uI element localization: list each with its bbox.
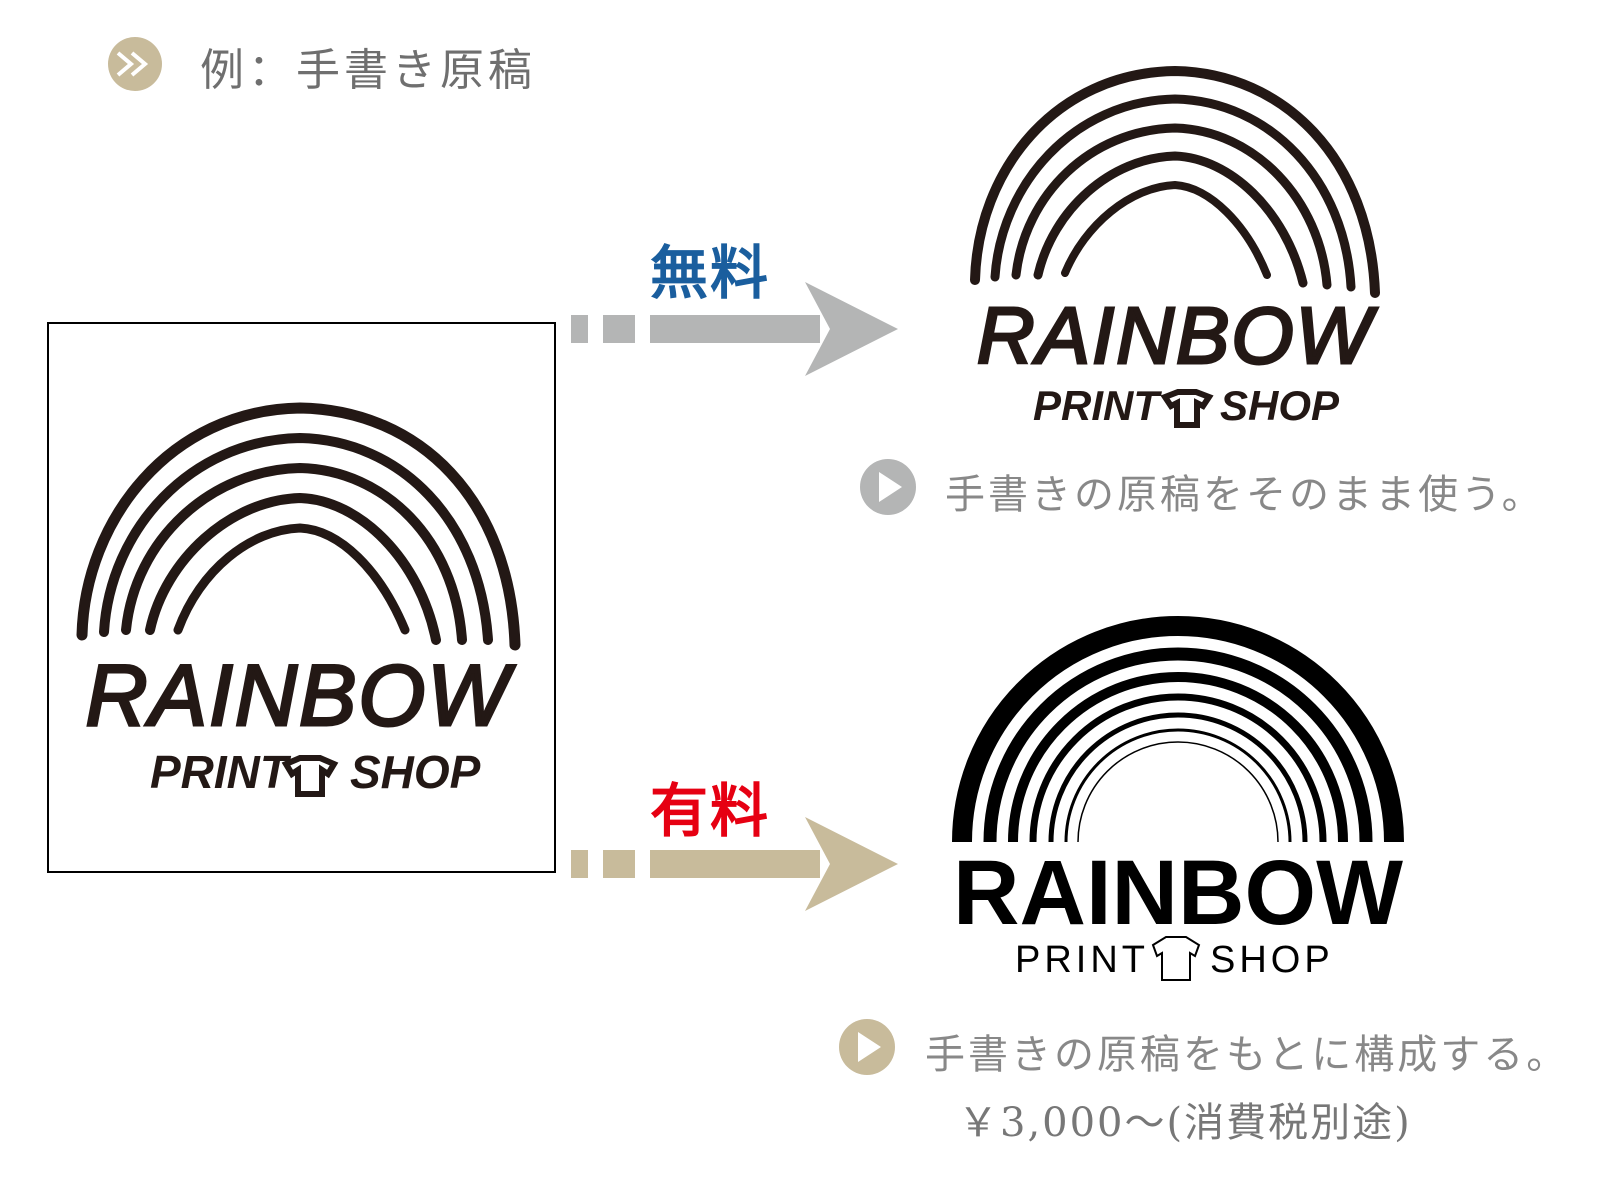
svg-text:SHOP: SHOP	[1210, 939, 1334, 981]
play-icon	[860, 459, 916, 515]
svg-text:PRINT: PRINT	[150, 746, 292, 798]
handdrawn-logo-free: RAINBOW PRINT SHOP	[970, 65, 1380, 429]
play-icon	[839, 1019, 895, 1075]
svg-text:SHOP: SHOP	[350, 746, 481, 798]
paid-label: 有料	[650, 777, 771, 845]
svg-text:RAINBOW: RAINBOW	[977, 291, 1378, 380]
constructed-logo-paid: RAINBOW PRINT SHOP	[952, 616, 1404, 981]
free-arrow	[571, 282, 898, 376]
svg-text:RAINBOW: RAINBOW	[86, 648, 516, 744]
free-label: 無料	[650, 239, 771, 307]
svg-text:SHOP: SHOP	[1220, 382, 1340, 429]
paid-price: ￥3,000～(消費税別途)	[958, 1100, 1412, 1146]
page-heading: 例：手書き原稿	[200, 45, 536, 96]
svg-text:PRINT: PRINT	[1033, 382, 1162, 429]
free-description: 手書きの原稿をそのまま使う。	[945, 472, 1545, 518]
original-manuscript-frame	[47, 322, 556, 873]
double-chevron-right-icon	[108, 37, 162, 91]
svg-text:RAINBOW: RAINBOW	[953, 842, 1403, 944]
handdrawn-logo-original: RAINBOW PRINT SHOP	[76, 402, 521, 798]
paid-arrow	[571, 817, 898, 911]
svg-text:PRINT: PRINT	[1015, 939, 1149, 981]
paid-description: 手書きの原稿をもとに構成する。	[925, 1032, 1570, 1078]
